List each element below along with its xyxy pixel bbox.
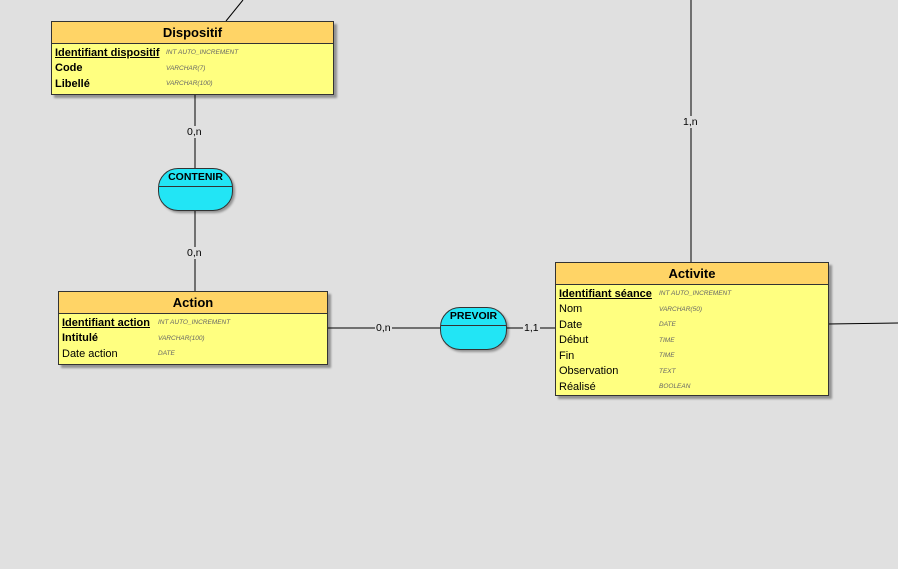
entity-title: Dispositif	[52, 22, 333, 44]
association-prevoir[interactable]: PREVOIR	[440, 307, 507, 350]
attribute-type: DATE	[659, 321, 676, 329]
attribute-row[interactable]: Fin TIME	[559, 348, 828, 364]
attribute-row[interactable]: Identifiant séance INT AUTO_INCREMENT	[559, 286, 828, 302]
attribute-name: Libellé	[55, 77, 90, 90]
cardinality-action-contenir: 0,n	[186, 247, 203, 259]
attribute-name: Date action	[62, 347, 118, 360]
entity-title: Activite	[556, 263, 828, 285]
association-contenir[interactable]: CONTENIR	[158, 168, 233, 211]
attribute-name: Date	[559, 318, 583, 331]
association-name: CONTENIR	[168, 171, 223, 183]
attribute-row[interactable]: Libellé VARCHAR(100)	[55, 76, 333, 92]
association-divider	[159, 186, 232, 187]
attribute-type: DATE	[158, 350, 175, 358]
attribute-row[interactable]: Date action DATE	[62, 346, 327, 362]
entity-action[interactable]: Action Identifiant action INT AUTO_INCRE…	[58, 291, 328, 365]
line-dispositif-offscreen	[225, 0, 244, 22]
attribute-name: Identifiant séance	[559, 287, 652, 300]
attribute-type: VARCHAR(100)	[166, 80, 213, 88]
attribute-name: Observation	[559, 365, 619, 378]
attribute-name: Réalisé	[559, 380, 596, 393]
attribute-type: INT AUTO_INCREMENT	[659, 290, 732, 298]
entity-dispositif[interactable]: Dispositif Identifiant dispositif INT AU…	[51, 21, 334, 95]
attribute-type: INT AUTO_INCREMENT	[158, 319, 231, 327]
attribute-type: TIME	[659, 336, 675, 344]
attribute-type: BOOLEAN	[659, 383, 691, 391]
attribute-row[interactable]: Début TIME	[559, 333, 828, 349]
cardinality-action-prevoir: 0,n	[375, 322, 392, 334]
attribute-name: Intitulé	[62, 332, 99, 345]
cardinality-activite-top: 1,n	[682, 116, 699, 128]
attribute-row[interactable]: Nom VARCHAR(50)	[559, 302, 828, 318]
cardinality-activite-prevoir: 1,1	[523, 322, 540, 334]
attribute-name: Nom	[559, 303, 583, 316]
attribute-row[interactable]: Identifiant action INT AUTO_INCREMENT	[62, 315, 327, 331]
entity-attributes: Identifiant dispositif INT AUTO_INCREMEN…	[52, 44, 333, 96]
attribute-name: Fin	[559, 349, 575, 362]
entity-attributes: Identifiant séance INT AUTO_INCREMENT No…	[556, 285, 828, 399]
association-name: PREVOIR	[449, 310, 498, 322]
attribute-row[interactable]: Code VARCHAR(7)	[55, 61, 333, 77]
attribute-name: Début	[559, 334, 589, 347]
line-activite-right	[827, 322, 898, 325]
attribute-row[interactable]: Réalisé BOOLEAN	[559, 379, 828, 395]
association-divider	[441, 325, 506, 326]
attribute-name: Identifiant action	[62, 316, 150, 329]
attribute-type: TEXT	[659, 367, 676, 375]
attribute-type: VARCHAR(100)	[158, 334, 205, 342]
entity-activite[interactable]: Activite Identifiant séance INT AUTO_INC…	[555, 262, 829, 396]
attribute-name: Identifiant dispositif	[55, 46, 160, 59]
attribute-row[interactable]: Observation TEXT	[559, 364, 828, 380]
attribute-type: TIME	[659, 352, 675, 360]
attribute-name: Code	[55, 62, 83, 75]
attribute-row[interactable]: Intitulé VARCHAR(100)	[62, 331, 327, 347]
cardinality-dispositif-contenir: 0,n	[186, 126, 203, 138]
entity-title: Action	[59, 292, 327, 314]
entity-attributes: Identifiant action INT AUTO_INCREMENT In…	[59, 314, 327, 366]
attribute-type: VARCHAR(50)	[659, 305, 702, 313]
attribute-type: VARCHAR(7)	[166, 64, 206, 72]
attribute-row[interactable]: Identifiant dispositif INT AUTO_INCREMEN…	[55, 45, 333, 61]
attribute-row[interactable]: Date DATE	[559, 317, 828, 333]
attribute-type: INT AUTO_INCREMENT	[166, 49, 239, 57]
